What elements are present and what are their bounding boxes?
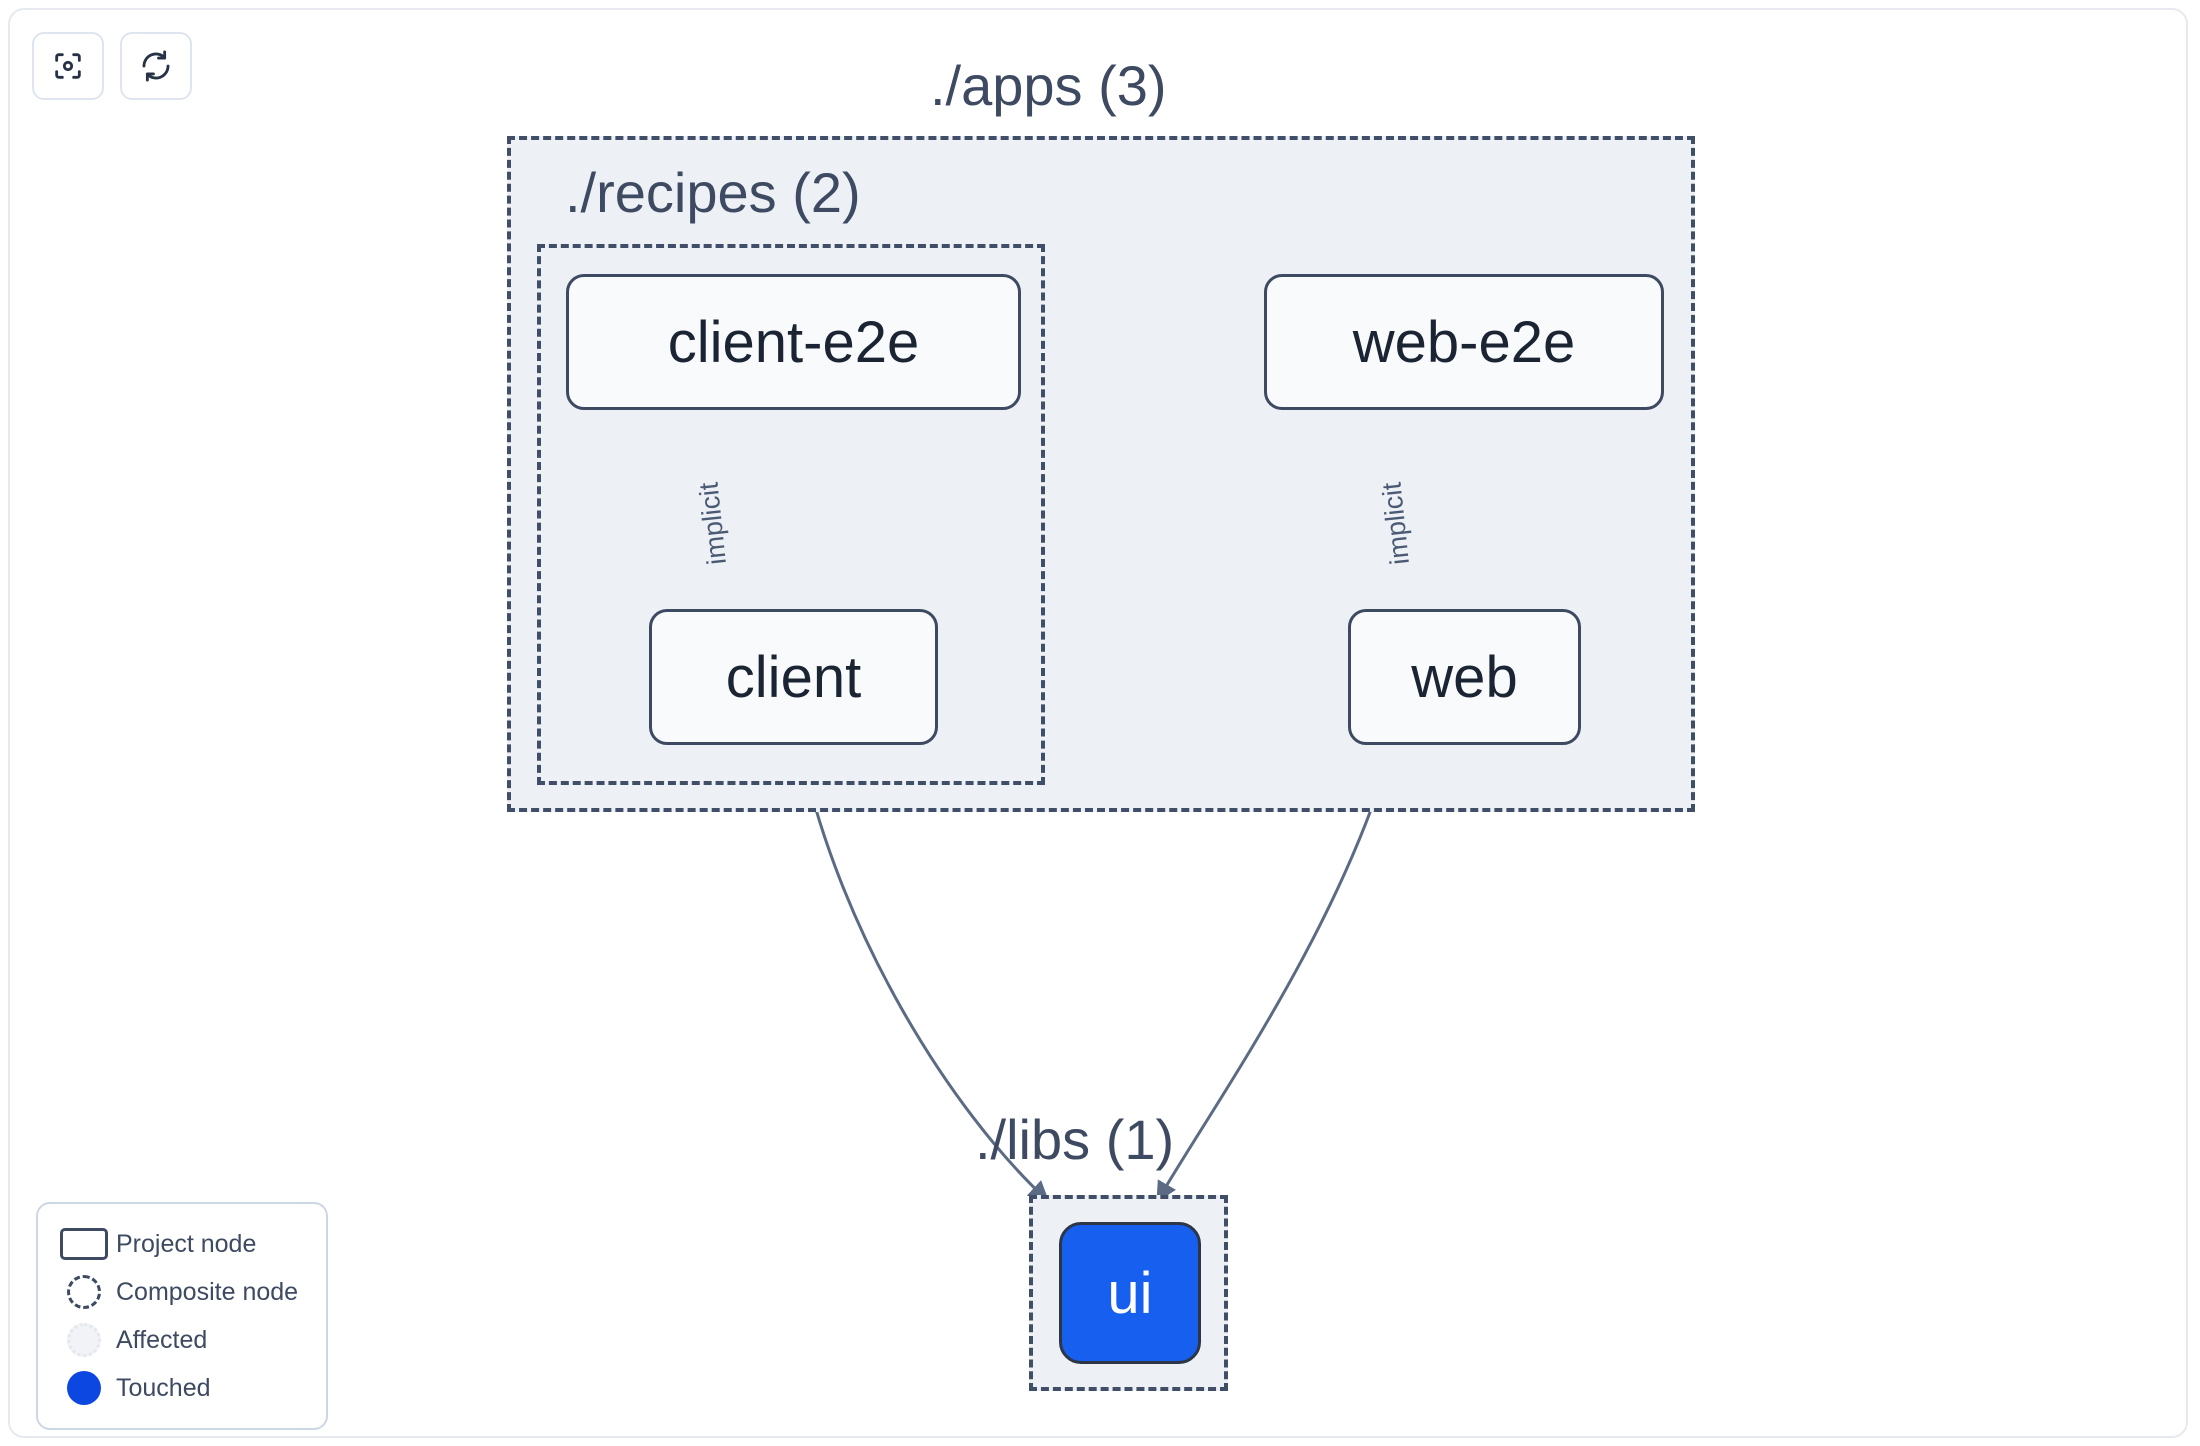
legend-item-project-node: Project node	[56, 1220, 308, 1268]
project-node-client-e2e[interactable]: client-e2e	[566, 274, 1021, 410]
legend-label: Touched	[116, 1373, 211, 1402]
affected-swatch	[56, 1323, 112, 1357]
group-label-libs: ./libs (1)	[975, 1108, 1175, 1171]
graph-legend: Project node Composite node Affected Tou…	[36, 1202, 328, 1430]
focus-graph-button[interactable]	[32, 32, 104, 100]
touched-swatch	[56, 1371, 112, 1405]
node-label: ui	[1107, 1260, 1153, 1326]
project-node-web[interactable]: web	[1348, 609, 1581, 745]
legend-label: Affected	[116, 1325, 208, 1354]
group-label-recipes: ./recipes (2)	[565, 161, 861, 224]
project-node-ui[interactable]: ui	[1059, 1222, 1201, 1364]
graph-toolbar	[32, 32, 192, 100]
project-node-client[interactable]: client	[649, 609, 938, 745]
node-label: web-e2e	[1352, 309, 1576, 375]
node-label: client	[725, 644, 862, 710]
project-node-web-e2e[interactable]: web-e2e	[1264, 274, 1664, 410]
node-label: client-e2e	[667, 309, 920, 375]
legend-item-affected: Affected	[56, 1316, 308, 1364]
legend-item-composite-node: Composite node	[56, 1268, 308, 1316]
node-label: web	[1411, 644, 1518, 710]
group-label-apps: ./apps (3)	[930, 54, 1167, 117]
project-node-swatch	[56, 1228, 112, 1260]
refresh-icon	[139, 49, 173, 83]
composite-node-swatch	[56, 1275, 112, 1309]
focus-icon	[51, 49, 85, 83]
refresh-graph-button[interactable]	[120, 32, 192, 100]
legend-item-touched: Touched	[56, 1364, 308, 1412]
legend-label: Project node	[116, 1229, 257, 1258]
legend-label: Composite node	[116, 1277, 299, 1306]
